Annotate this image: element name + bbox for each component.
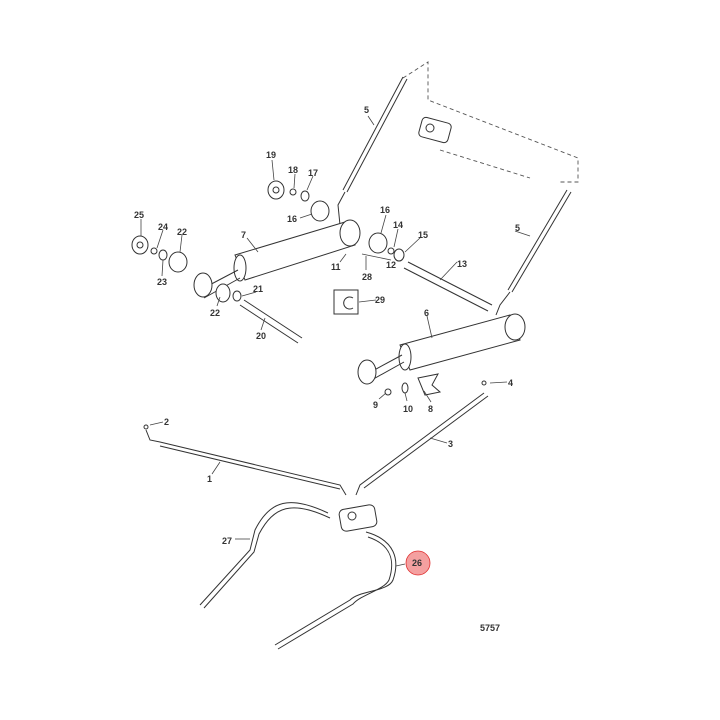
- callout-19[interactable]: 19: [266, 150, 276, 160]
- cylinder-6: [357, 313, 526, 385]
- callout-10[interactable]: 10: [403, 404, 413, 414]
- figure-number: 5757: [480, 623, 500, 633]
- callout-2[interactable]: 2: [164, 417, 169, 427]
- callout-5[interactable]: 5: [364, 105, 369, 115]
- hose-27: [199, 502, 331, 609]
- pump-upper: [418, 116, 452, 144]
- callout-16[interactable]: 16: [380, 205, 390, 215]
- callout-14[interactable]: 14: [393, 220, 403, 230]
- callout-16[interactable]: 16: [287, 214, 297, 224]
- callout-4[interactable]: 4: [508, 378, 513, 388]
- shaft-20: [239, 299, 303, 344]
- dashed-connection-line: [402, 61, 579, 183]
- callout-22[interactable]: 22: [210, 308, 220, 318]
- callout-12[interactable]: 12: [386, 260, 396, 270]
- callout-13[interactable]: 13: [457, 259, 467, 269]
- tube-3: [355, 392, 489, 496]
- callout-21[interactable]: 21: [253, 284, 263, 294]
- callout-1[interactable]: 1: [207, 474, 212, 484]
- pump-lower: [338, 504, 378, 532]
- small-parts: [131, 180, 487, 430]
- shaft-13: [403, 261, 493, 312]
- tube-1: [145, 429, 347, 496]
- callout-15[interactable]: 15: [418, 230, 428, 240]
- callout-17[interactable]: 17: [308, 168, 318, 178]
- callout-8[interactable]: 8: [428, 404, 433, 414]
- callout-labels: 5 19 18 17 16 25 24 22 23 7 16 14 15 11 …: [134, 105, 520, 633]
- callout-11[interactable]: 11: [331, 262, 341, 272]
- callout-28[interactable]: 28: [362, 272, 372, 282]
- callout-6[interactable]: 6: [424, 308, 429, 318]
- hose-26: [274, 531, 397, 650]
- callout-5[interactable]: 5: [515, 223, 520, 233]
- callout-25[interactable]: 25: [134, 210, 144, 220]
- callout-27[interactable]: 27: [222, 536, 232, 546]
- callout-18[interactable]: 18: [288, 165, 298, 175]
- highlight-circle-26[interactable]: [405, 550, 431, 576]
- callout-24[interactable]: 24: [158, 222, 168, 232]
- callout-7[interactable]: 7: [241, 230, 246, 240]
- callout-22[interactable]: 22: [177, 227, 187, 237]
- leader-lines: [140, 115, 531, 567]
- callout-26[interactable]: 26: [412, 558, 422, 568]
- hose-5-left: [337, 76, 408, 226]
- callout-23[interactable]: 23: [157, 277, 167, 287]
- callout-20[interactable]: 20: [256, 331, 266, 341]
- clip-29-box: [333, 289, 359, 315]
- callout-9[interactable]: 9: [373, 400, 378, 410]
- callout-29[interactable]: 29: [375, 295, 385, 305]
- callout-3[interactable]: 3: [448, 439, 453, 449]
- hose-5-right: [495, 189, 572, 316]
